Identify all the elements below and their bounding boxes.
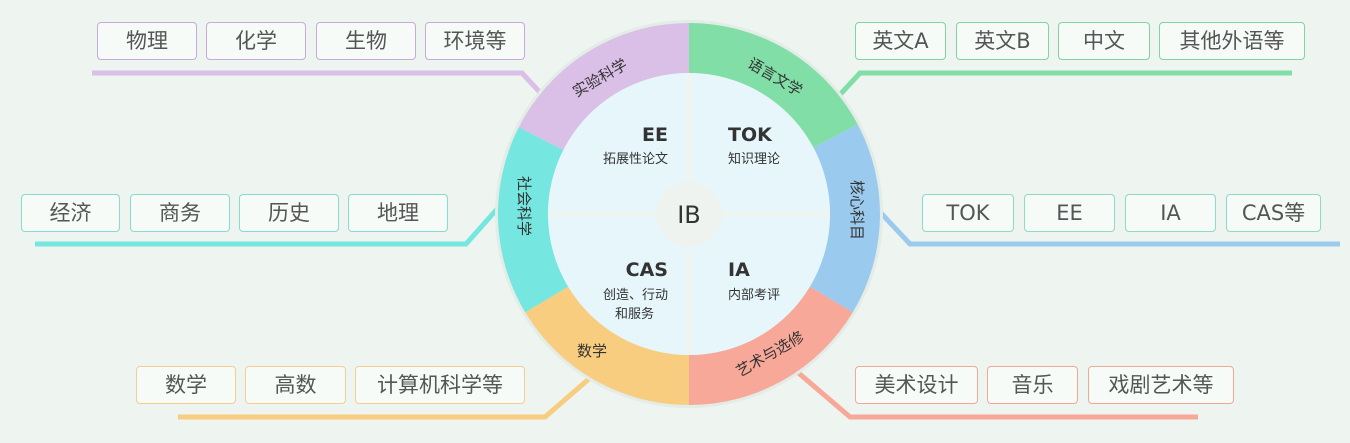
tag-math-1: 数学: [136, 366, 236, 404]
tag-core-4: CAS等: [1226, 194, 1321, 232]
tag-social-1: 经济: [21, 194, 120, 232]
cas-subtitle-1: 创造、行动: [603, 288, 668, 303]
ring-label-core: 核心科目: [848, 180, 866, 240]
segment-core: [809, 124, 880, 313]
tag-language-1: 英文A: [855, 22, 946, 60]
ia-title: IA: [728, 259, 750, 281]
tag-social-4: 地理: [348, 194, 448, 232]
segment-math: [525, 286, 689, 405]
connector-language: [833, 70, 1292, 102]
segment-language: [689, 23, 858, 148]
tok-title: TOK: [728, 124, 773, 146]
tag-arts-1: 美术设计: [855, 366, 978, 404]
tag-social-3: 历史: [239, 194, 339, 232]
segment-arts: [689, 286, 853, 405]
tag-arts-2: 音乐: [987, 366, 1078, 404]
ring-label-social: 社会科学: [515, 176, 533, 236]
segment-social: [498, 127, 569, 313]
tag-core-2: EE: [1024, 194, 1115, 232]
cas-subtitle-2: 和服务: [615, 306, 654, 322]
tag-language-3: 中文: [1058, 22, 1150, 60]
connector-core: [878, 210, 1340, 247]
tag-science-4: 环境等: [425, 22, 525, 60]
segment-science: [518, 23, 689, 150]
ee-title: EE: [642, 124, 668, 146]
tok-subtitle: 知识理论: [728, 151, 780, 167]
tag-math-2: 高数: [245, 366, 346, 404]
connector-math: [178, 376, 592, 420]
ring-label-math: 数学: [577, 342, 607, 360]
center-label: IB: [677, 201, 701, 229]
tag-language-4: 其他外语等: [1159, 22, 1305, 60]
ee-subtitle: 拓展性论文: [603, 152, 668, 167]
ia-subtitle: 内部考评: [728, 287, 780, 303]
tag-science-1: 物理: [97, 22, 197, 60]
connector-arts: [793, 368, 1198, 420]
tag-arts-3: 戏剧艺术等: [1088, 366, 1234, 404]
tag-math-3: 计算机科学等: [355, 366, 525, 404]
tag-science-2: 化学: [206, 22, 306, 60]
connector-social: [35, 206, 500, 247]
cas-title: CAS: [626, 259, 668, 281]
tag-core-1: TOK: [922, 194, 1014, 232]
connector-science: [92, 70, 549, 102]
center-circle: [656, 181, 722, 247]
tag-social-2: 商务: [130, 194, 230, 232]
tag-science-3: 生物: [316, 22, 416, 60]
tag-core-3: IA: [1125, 194, 1216, 232]
tag-language-2: 英文B: [956, 22, 1049, 60]
